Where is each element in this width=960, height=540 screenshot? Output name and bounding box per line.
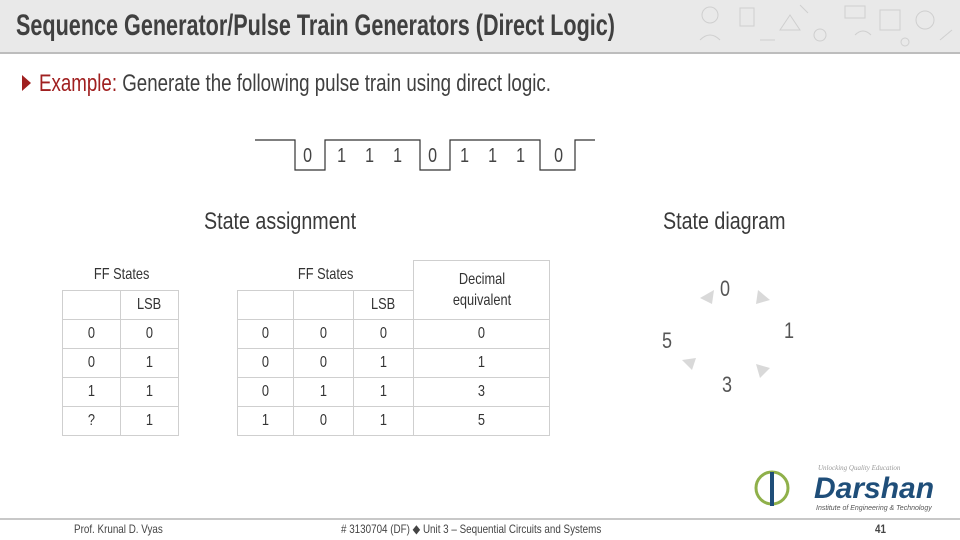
table-cell: 0 [477, 325, 486, 342]
state-node-5: 5 [662, 328, 673, 353]
ff-states-table-right: FF States Decimal equivalent LSB 0 0 0 0… [237, 260, 550, 436]
state-node-1: 1 [784, 318, 795, 343]
table-cell: 0 [261, 354, 270, 371]
example-text: Generate the following pulse train using… [122, 70, 551, 97]
pulse-bit: 1 [393, 145, 403, 167]
table-cell: 0 [87, 324, 96, 342]
table-cell: 1 [477, 354, 486, 371]
pulse-bit: 1 [365, 145, 375, 167]
ff-states-table-left: FF States LSB 0 0 0 1 1 1 ? 1 [62, 260, 179, 436]
state-node-0: 0 [720, 276, 731, 301]
table-row: 0 0 1 1 [237, 348, 550, 378]
table-cell: 1 [379, 354, 388, 371]
decimal-equivalent-header: Decimal equivalent [452, 271, 511, 309]
pulse-bit: 0 [554, 145, 564, 167]
title-bar: Sequence Generator/Pulse Train Generator… [0, 0, 960, 52]
table-row: 1 0 1 5 [237, 406, 550, 436]
table-cell: 3 [477, 383, 486, 400]
table-cell: 0 [261, 325, 270, 342]
pulse-bit: 1 [488, 145, 498, 167]
footer-author: Prof. Krunal D. Vyas [74, 522, 163, 536]
state-node-3: 3 [722, 372, 733, 397]
state-diagram: 0 1 3 5 [630, 260, 830, 410]
table-cell: 1 [145, 353, 154, 371]
table-cell: 0 [145, 324, 154, 342]
table-header: FF States [297, 266, 353, 284]
table-cell: 0 [319, 412, 328, 429]
table-row: 0 1 [62, 347, 179, 378]
table-cell: 0 [319, 325, 328, 342]
table-header: FF States [93, 265, 149, 283]
table-row: 0 1 1 3 [237, 377, 550, 407]
state-diagram-heading: State diagram [663, 208, 786, 235]
table-cell: ? [87, 411, 96, 429]
footer-course: # 3130704 (DF) ◆ Unit 3 – Sequential Cir… [341, 522, 602, 536]
table-cell: 0 [261, 383, 270, 400]
doodle-background [699, 4, 953, 47]
pulse-bit: 1 [337, 145, 347, 167]
svg-text:Institute of Engineering & Tec: Institute of Engineering & Technology [816, 505, 932, 512]
footer-divider [0, 518, 960, 520]
table-cell: 0 [319, 354, 328, 371]
page-title: Sequence Generator/Pulse Train Generator… [16, 9, 615, 42]
table-cell: 1 [379, 412, 388, 429]
table-cell: 1 [145, 382, 154, 400]
pulse-bit: 1 [516, 145, 526, 167]
table-cell: 0 [379, 325, 388, 342]
svg-text:Darshan: Darshan [814, 472, 934, 505]
triangle-bullet-icon [22, 75, 31, 91]
pulse-bit: 0 [428, 145, 438, 167]
table-cell: 0 [87, 353, 96, 371]
lsb-header: LSB [371, 296, 396, 313]
table-cell: 1 [87, 382, 96, 400]
darshan-logo: Unlocking Quality Education Darshan Inst… [752, 460, 957, 515]
table-cell: 1 [261, 412, 270, 429]
table-cell: 1 [319, 383, 328, 400]
title-divider [0, 52, 960, 54]
state-diagram-arrows [682, 290, 770, 378]
example-label: Example: [39, 70, 118, 97]
pulse-bit: 1 [460, 145, 470, 167]
pulse-train-waveform [255, 139, 595, 171]
page-number: 41 [875, 522, 886, 536]
svg-text:Unlocking Quality Education: Unlocking Quality Education [818, 464, 901, 472]
state-assignment-heading: State assignment [204, 208, 357, 235]
table-row: 0 0 0 0 [237, 319, 550, 349]
table-cell: 1 [145, 411, 154, 429]
pulse-bit: 0 [303, 145, 313, 167]
table-row: 1 1 [62, 376, 179, 407]
logo-graphic: Unlocking Quality Education Darshan Inst… [754, 464, 934, 512]
table-cell: 5 [477, 412, 486, 429]
table-cell: 1 [379, 383, 388, 400]
table-row: 0 0 [62, 318, 179, 349]
lsb-header: LSB [137, 295, 162, 313]
table-row: ? 1 [62, 405, 179, 436]
